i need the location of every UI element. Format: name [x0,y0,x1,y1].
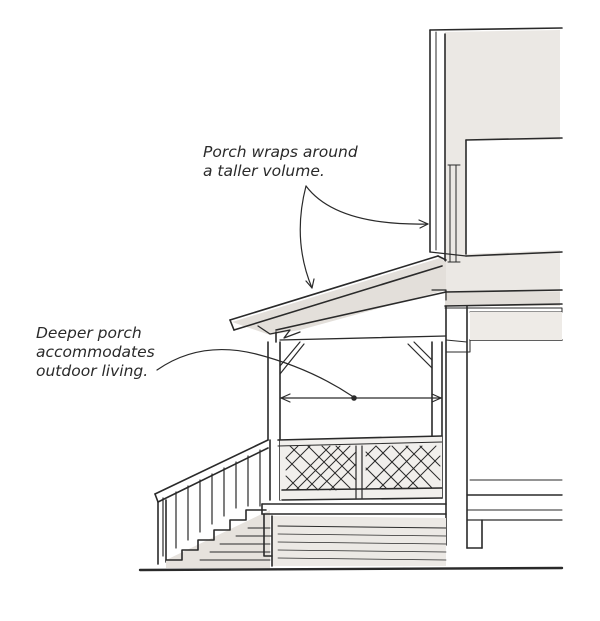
porch-roof [229,255,447,343]
upper-house-volume [429,27,563,292]
porch-foundation [261,503,447,567]
annotation-deeper-porch-line-1: Deeper porch [36,324,142,342]
stair-railing [154,439,269,565]
porch-lattice [277,435,443,501]
depth-dimension-arrow [280,393,442,403]
floor-band [444,289,563,549]
leader-lines [156,185,429,397]
annotation-deeper-porch-line-2: accommodates [36,343,155,361]
annotation-porch-wraps-line-1: Porch wraps around [203,143,358,161]
stairs [165,509,271,568]
annotation-deeper-porch: Deeper porch accommodates outdoor living… [36,324,155,381]
annotation-deeper-porch-line-3: outdoor living. [36,362,149,380]
ground-line [138,566,564,572]
annotation-porch-wraps: Porch wraps around a taller volume. [203,143,358,181]
annotation-porch-wraps-line-2: a taller volume. [203,162,325,180]
